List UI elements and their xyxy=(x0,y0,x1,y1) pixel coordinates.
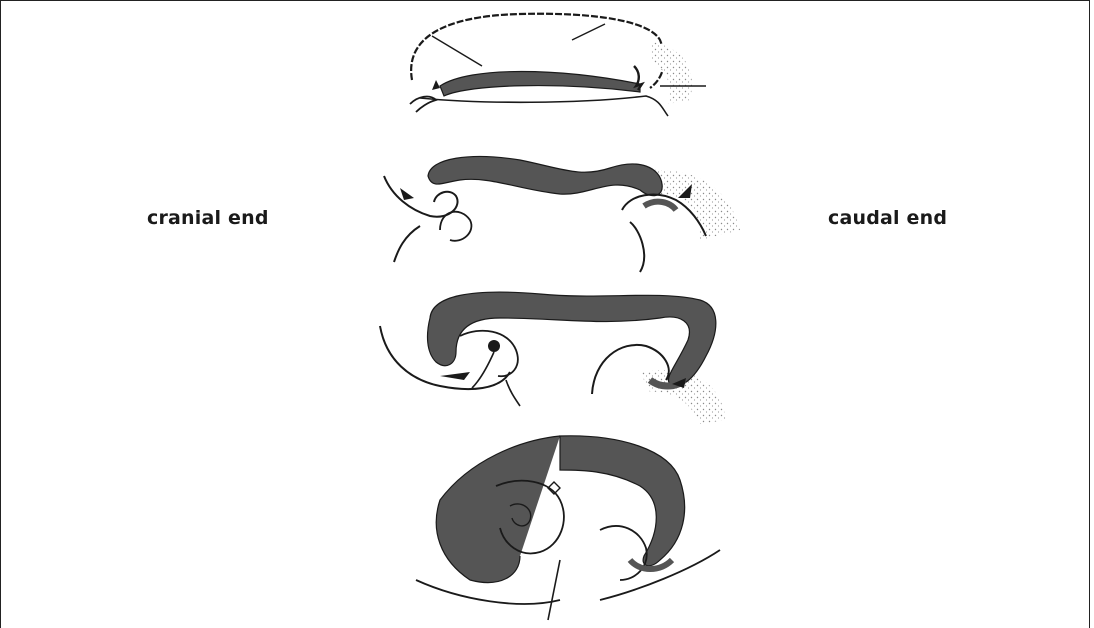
stage-1-embryo xyxy=(410,14,706,116)
stage-2-embryo xyxy=(384,157,740,272)
stage-1-arrow-right xyxy=(634,66,642,90)
stage-2-neural-tube xyxy=(428,157,662,196)
stage-4-ventral-wall xyxy=(416,580,560,604)
stage-1-yolk-wall xyxy=(420,96,668,116)
stage-2-tail-tissue xyxy=(644,202,676,210)
stage-4-head-mass xyxy=(436,436,560,583)
stage-1-stipple xyxy=(650,42,692,104)
stage-2-heart-loop xyxy=(440,212,471,241)
stage-3-embryo xyxy=(380,292,726,424)
stage-3-neural-tube xyxy=(428,292,716,386)
stage-1-disc xyxy=(440,72,640,97)
stage-1-pointer-a xyxy=(432,36,482,66)
stage-1-arrow-left xyxy=(432,80,440,90)
stage-3-heart-outline xyxy=(460,331,518,376)
stage-4-embryo xyxy=(416,436,720,620)
stage-3-pointer xyxy=(472,352,494,388)
stage-4-neural-tube xyxy=(560,436,685,566)
stage-2-left-stalk xyxy=(394,226,420,262)
stage-3-heart-dot xyxy=(488,340,500,352)
stage-4-tail-fold xyxy=(600,526,647,580)
stage-2-right-stalk xyxy=(630,222,644,272)
stage-3-arrow-left xyxy=(440,372,470,380)
stage-4-connecting-stalk xyxy=(548,560,560,620)
stage-2-arrow-left xyxy=(400,188,414,200)
stage-1-pointer-b xyxy=(572,24,605,40)
stage-3-left-stalk xyxy=(506,380,520,406)
